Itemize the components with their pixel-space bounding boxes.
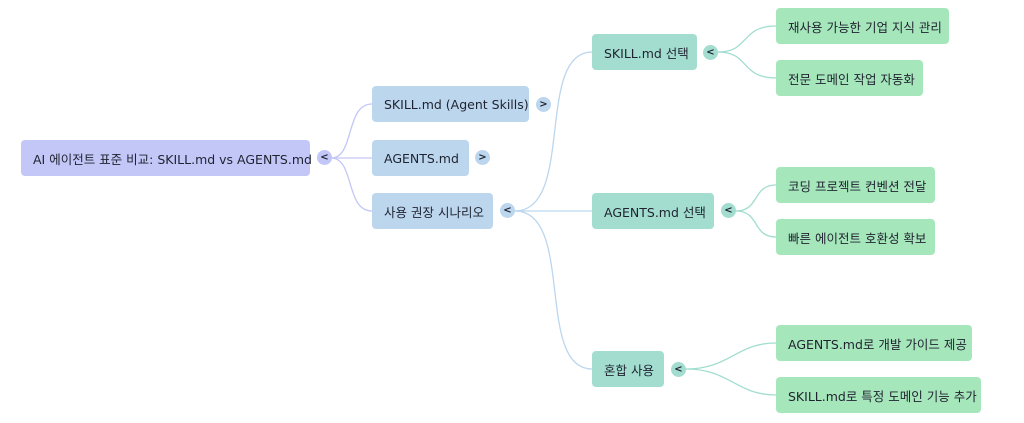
subbranch-skill-select[interactable]: SKILL.md 선택 (592, 34, 697, 70)
subbranch-mixed-use-collapse-toggle[interactable]: < (671, 362, 686, 377)
edge-l2a-1 (717, 25, 777, 53)
leaf-mixed-1-label: AGENTS.md로 개발 가이드 제공 (788, 336, 967, 352)
leaf-skill-2[interactable]: 전문 도메인 작업 자동화 (776, 60, 923, 96)
root-collapse-toggle[interactable]: < (317, 150, 332, 165)
edge-l2b-1 (735, 184, 777, 212)
branch-scenario[interactable]: 사용 권장 시나리오 (372, 193, 493, 229)
subbranch-skill-select-collapse-toggle[interactable]: < (703, 45, 718, 60)
subbranch-mixed-use[interactable]: 혼합 사용 (592, 351, 664, 387)
leaf-skill-1-label: 재사용 가능한 기업 지식 관리 (788, 19, 942, 35)
edge-root-scenario (330, 157, 373, 212)
subbranch-agents-select-collapse-toggle[interactable]: < (721, 203, 736, 218)
branch-agents-md-expand-toggle[interactable]: > (475, 150, 490, 165)
subbranch-mixed-use-label: 혼합 사용 (604, 362, 654, 378)
branch-agents-md[interactable]: AGENTS.md (372, 140, 469, 176)
edge-scenario-skill-select (514, 51, 593, 212)
subbranch-agents-select-label: AGENTS.md 선택 (604, 204, 706, 220)
leaf-agents-2[interactable]: 빠른 에이전트 호환성 확보 (776, 219, 935, 255)
subbranch-skill-select-label: SKILL.md 선택 (604, 45, 689, 61)
root-label: AI 에이전트 표준 비교: SKILL.md vs AGENTS.md (33, 151, 312, 167)
edge-root-skill (330, 103, 373, 159)
branch-skill-md[interactable]: SKILL.md (Agent Skills) (372, 86, 529, 122)
leaf-skill-2-label: 전문 도메인 작업 자동화 (788, 71, 915, 87)
branch-skill-md-label: SKILL.md (Agent Skills) (384, 96, 529, 112)
edge-l2a-2 (717, 51, 777, 79)
edge-l2b-2 (735, 210, 777, 238)
edge-scenario-mixed (514, 210, 593, 370)
leaf-mixed-1[interactable]: AGENTS.md로 개발 가이드 제공 (776, 325, 972, 361)
leaf-mixed-2-label: SKILL.md로 특정 도메인 기능 추가 (788, 388, 977, 404)
root-node[interactable]: AI 에이전트 표준 비교: SKILL.md vs AGENTS.md (21, 140, 312, 176)
branch-agents-md-label: AGENTS.md (384, 150, 459, 166)
leaf-agents-1-label: 코딩 프로젝트 컨벤션 전달 (788, 178, 927, 194)
edge-l2c-2 (685, 368, 777, 396)
leaf-agents-2-label: 빠른 에이전트 호환성 확보 (788, 230, 927, 246)
leaf-skill-1[interactable]: 재사용 가능한 기업 지식 관리 (776, 8, 949, 44)
leaf-mixed-2[interactable]: SKILL.md로 특정 도메인 기능 추가 (776, 377, 981, 413)
leaf-agents-1[interactable]: 코딩 프로젝트 컨벤션 전달 (776, 167, 935, 203)
edge-l2c-1 (685, 342, 777, 370)
subbranch-agents-select[interactable]: AGENTS.md 선택 (592, 193, 714, 229)
branch-scenario-collapse-toggle[interactable]: < (500, 203, 515, 218)
branch-skill-md-expand-toggle[interactable]: > (536, 97, 551, 112)
branch-scenario-label: 사용 권장 시나리오 (384, 204, 484, 220)
